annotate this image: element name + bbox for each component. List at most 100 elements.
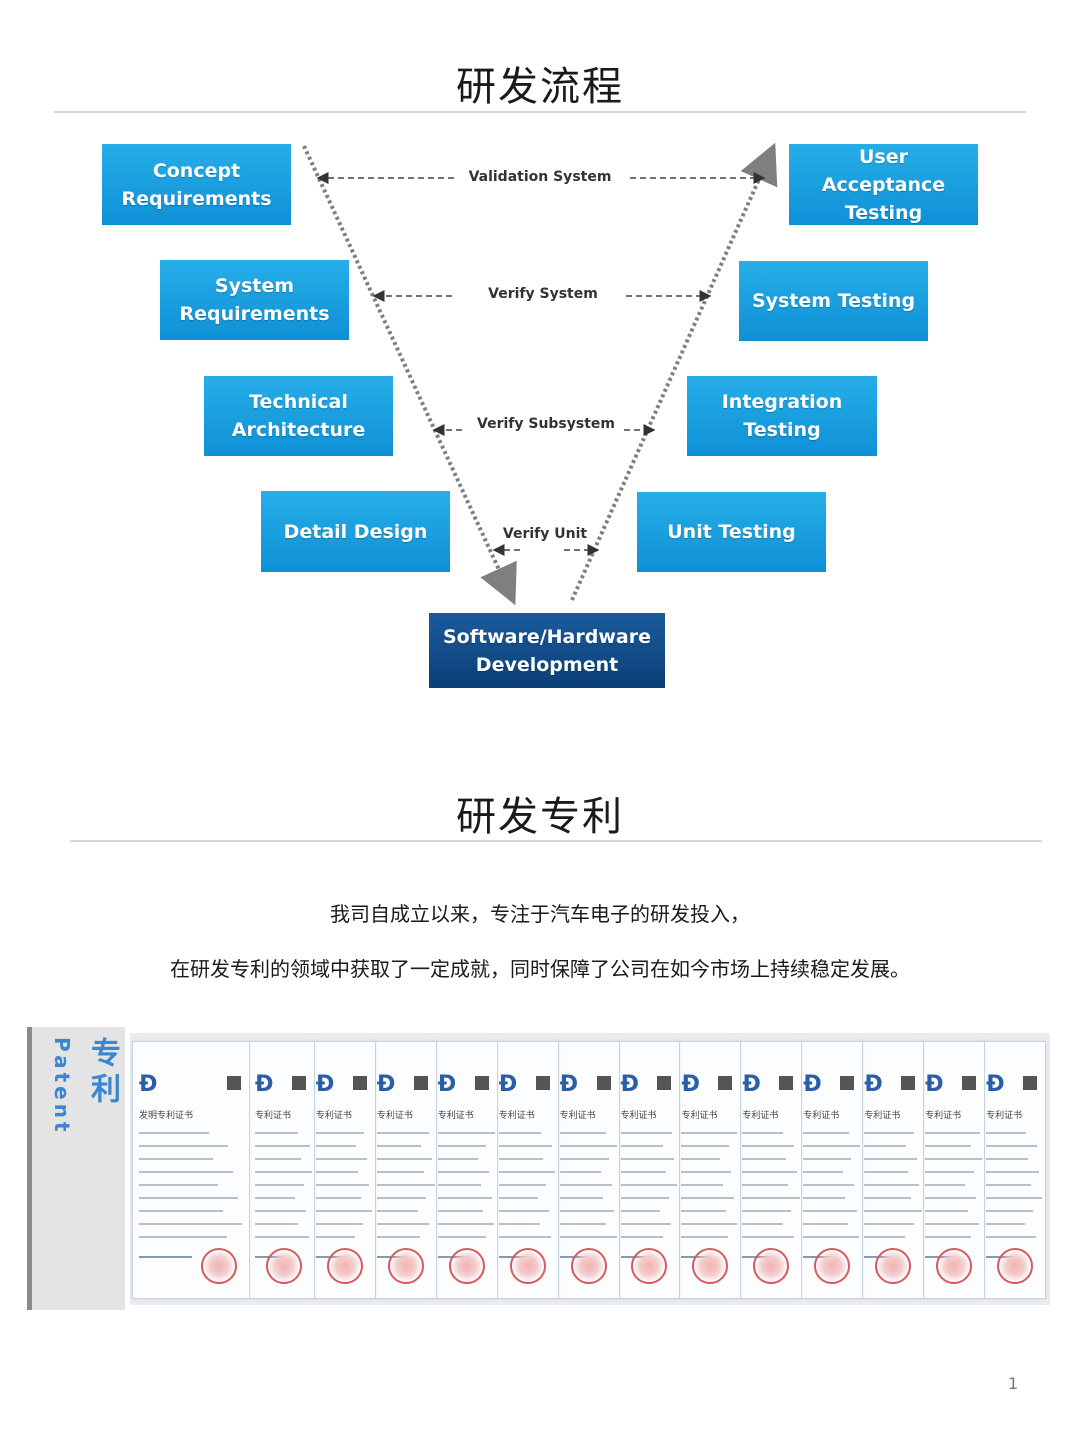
certificate-signature-line [139, 1256, 193, 1258]
certificate-text-line [498, 1132, 541, 1134]
official-seal-icon [570, 1248, 607, 1284]
certificate-text-line [559, 1132, 607, 1134]
certificate-text-line [681, 1158, 721, 1160]
certificate-text-line [803, 1145, 860, 1147]
certificate-text-line [437, 1197, 492, 1199]
qr-code-icon [901, 1076, 916, 1090]
qr-code-icon [291, 1076, 306, 1090]
official-seal-icon [753, 1248, 790, 1284]
certificate-text-line [437, 1132, 495, 1134]
box-system-requirements: System Requirements [160, 260, 349, 340]
certificate-text-line [864, 1132, 915, 1134]
certificate-text-line [864, 1184, 920, 1186]
certificate-text-line [925, 1210, 968, 1212]
certificate-text-line [139, 1145, 229, 1147]
patent-intro-line-2: 在研发专利的领域中获取了一定成就，同时保障了公司在如今市场上持续稳定发展。 [170, 957, 910, 981]
box-integration-testing: Integration Testing [687, 376, 877, 456]
official-seal-icon [265, 1248, 302, 1284]
official-seal-icon [201, 1248, 237, 1284]
cnipa-logo-icon: Ð [986, 1072, 1005, 1097]
certificate-text-line [681, 1145, 729, 1147]
certificate-header: 专利证书 [925, 1111, 962, 1121]
certificate-text-line [376, 1158, 433, 1160]
certificate-text-line [681, 1132, 738, 1134]
official-seal-icon [448, 1248, 485, 1284]
certificate-text-line [803, 1223, 849, 1225]
certificate-text-line [986, 1197, 1042, 1199]
certificate-text-line [986, 1223, 1026, 1225]
qr-code-icon [779, 1076, 794, 1090]
certificate-header: 专利证书 [681, 1111, 718, 1121]
certificate-text-line [255, 1132, 299, 1134]
certificate-text-line [559, 1158, 609, 1160]
certificate-text-line [803, 1158, 852, 1160]
certificate-text-line [864, 1171, 909, 1173]
certificate-text-line [742, 1184, 789, 1186]
certificate-text-line [139, 1184, 218, 1186]
certificate-text-line [559, 1236, 617, 1238]
certificate-text-line [315, 1132, 364, 1134]
certificate-text-line [620, 1210, 661, 1212]
label-verify-subsystem: Verify Subsystem [473, 416, 619, 432]
certificate-text-line [255, 1236, 309, 1238]
certificate-text-line [498, 1236, 552, 1238]
certificate-text-line [742, 1132, 784, 1134]
certificate-text-line [803, 1236, 860, 1238]
box-technical-architecture: Technical Architecture [204, 376, 393, 456]
certificate-text-line [498, 1184, 547, 1186]
certificate-text-line [315, 1210, 372, 1212]
certificate-text-line [139, 1171, 233, 1173]
official-seal-icon [326, 1248, 363, 1284]
cnipa-logo-icon: Ð [620, 1072, 639, 1097]
certificate-header: 专利证书 [620, 1111, 657, 1121]
certificate-text-line [498, 1145, 552, 1147]
certificate-text-line [864, 1158, 917, 1160]
certificate-text-line [255, 1223, 298, 1225]
certificate-text-line [742, 1145, 795, 1147]
certificate-text-line [681, 1171, 732, 1173]
certificate-text-line [803, 1132, 849, 1134]
certificate-text-line [986, 1145, 1037, 1147]
certificate-text-line [437, 1223, 495, 1225]
certificate-text-line [315, 1158, 367, 1160]
qr-code-icon [962, 1076, 977, 1090]
cnipa-logo-icon: Ð [376, 1072, 396, 1097]
certificate-text-line [681, 1223, 737, 1225]
box-detail-design: Detail Design [261, 491, 450, 572]
certificate-text-line [864, 1223, 914, 1225]
certificate-text-line [437, 1236, 486, 1238]
box-software-hardware-development: Software/Hardware Development [429, 613, 665, 688]
certificate-header: 专利证书 [559, 1111, 596, 1121]
certificate-text-line [986, 1210, 1034, 1212]
certificate-text-line [986, 1171, 1040, 1173]
qr-code-icon [227, 1076, 241, 1090]
certificate-text-line [376, 1184, 435, 1186]
certificate-text-line [986, 1132, 1026, 1134]
certificate-text-line [620, 1145, 664, 1147]
certificate-text-line [498, 1171, 555, 1173]
certificate-text-line [620, 1184, 677, 1186]
cnipa-logo-icon: Ð [803, 1072, 822, 1097]
qr-code-icon [596, 1076, 611, 1090]
cnipa-logo-icon: Ð [437, 1072, 457, 1097]
certificate-text-line [803, 1184, 854, 1186]
certificate-text-line [742, 1236, 794, 1238]
certificate-text-line [864, 1145, 906, 1147]
official-seal-icon [692, 1248, 729, 1284]
certificate-text-line [559, 1223, 606, 1225]
certificate-header: 专利证书 [315, 1111, 352, 1121]
certificate-text-line [139, 1197, 238, 1199]
cnipa-logo-icon: Ð [742, 1072, 761, 1097]
v-model-arrows [302, 142, 778, 606]
certificate-text-line [742, 1210, 792, 1212]
cnipa-logo-icon: Ð [498, 1072, 518, 1097]
certificate-text-line [376, 1132, 430, 1134]
